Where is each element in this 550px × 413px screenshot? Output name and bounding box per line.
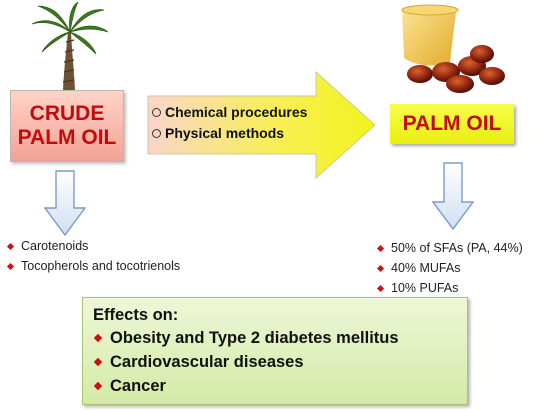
list-item-label: Carotenoids <box>21 239 89 253</box>
crude-palm-oil-box: CRUDE PALM OIL <box>10 90 124 162</box>
list-item: Tocopherols and tocotrienols <box>6 256 181 276</box>
effects-item: Obesity and Type 2 diabetes mellitus <box>93 326 457 350</box>
list-item: 10% PUFAs <box>376 278 523 298</box>
effects-item-label: Cancer <box>110 377 166 395</box>
effects-item-label: Obesity and Type 2 diabetes mellitus <box>110 329 399 347</box>
list-item-label: 40% MUFAs <box>391 261 461 275</box>
palm-oil-label: PALM OIL <box>402 112 502 135</box>
process-option-label: Physical methods <box>165 125 285 141</box>
process-option: Chemical procedures <box>152 102 352 123</box>
crude-box-line-2: PALM OIL <box>17 126 117 149</box>
diamond-bullet-icon <box>376 244 385 252</box>
palm-fruit-icon <box>401 4 505 93</box>
process-methods: Chemical procedures Physical methods <box>152 102 352 144</box>
process-option: Physical methods <box>152 123 352 144</box>
process-option-label: Chemical procedures <box>165 104 308 120</box>
effects-item: Cancer <box>93 374 457 398</box>
diamond-bullet-icon <box>376 284 385 292</box>
effects-item: Cardiovascular diseases <box>93 350 457 374</box>
down-arrow-icon <box>432 162 474 230</box>
circle-bullet-icon <box>152 129 161 138</box>
crude-components-list: Carotenoids Tocopherols and tocotrienols <box>6 236 181 276</box>
circle-bullet-icon <box>152 108 161 117</box>
palm-oil-composition-list: 50% of SFAs (PA, 44%) 40% MUFAs 10% PUFA… <box>376 238 523 298</box>
palm-tree-icon <box>31 2 109 90</box>
diamond-bullet-icon <box>376 264 385 272</box>
down-arrow-icon <box>44 170 86 236</box>
diamond-bullet-icon <box>6 242 15 250</box>
effects-box: Effects on: Obesity and Type 2 diabetes … <box>82 297 468 405</box>
list-item-label: 10% PUFAs <box>391 281 459 295</box>
crude-box-line-1: CRUDE <box>29 102 105 125</box>
list-item: 40% MUFAs <box>376 258 523 278</box>
diamond-bullet-icon <box>6 262 15 270</box>
diamond-bullet-icon <box>93 333 103 343</box>
diamond-bullet-icon <box>93 357 103 367</box>
diamond-bullet-icon <box>93 381 103 391</box>
list-item-label: Tocopherols and tocotrienols <box>21 259 181 273</box>
effects-item-label: Cardiovascular diseases <box>110 353 304 371</box>
list-item: Carotenoids <box>6 236 180 256</box>
process-arrow <box>147 70 376 180</box>
list-item-label: 50% of SFAs (PA, 44%) <box>391 241 523 255</box>
palm-oil-box: PALM OIL <box>390 104 514 144</box>
effects-title: Effects on: <box>93 306 179 324</box>
list-item: 50% of SFAs (PA, 44%) <box>376 238 523 258</box>
